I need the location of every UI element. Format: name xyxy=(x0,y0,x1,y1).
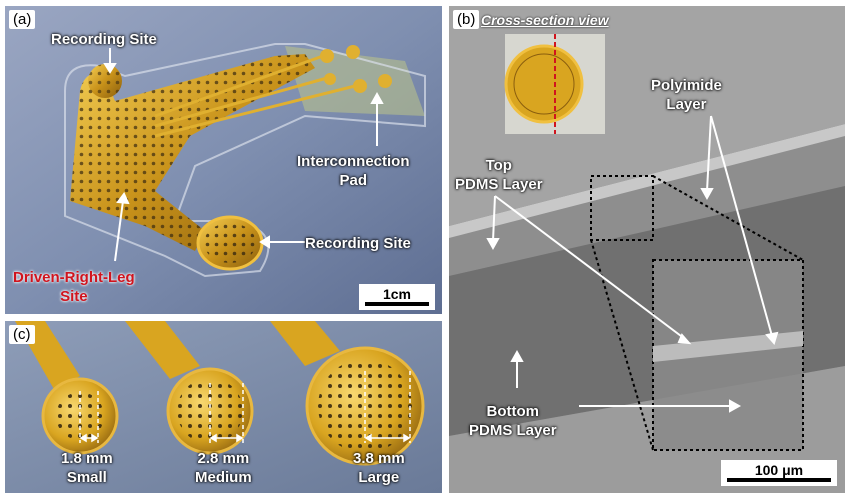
cross-section-title: Cross-section view xyxy=(481,12,609,28)
panel-b-scale-bar: 100 μm xyxy=(721,460,837,486)
interconnection-pad-label: Interconnection Pad xyxy=(297,153,410,189)
size-medium-label: 2.8 mm Medium xyxy=(195,450,252,486)
panel-b-scale-line xyxy=(727,478,831,482)
recording-site-right-label: Recording Site xyxy=(305,235,411,252)
panel-b-sem: (b) Cross-section view Polyimide Layer T… xyxy=(449,6,845,493)
electrode-photo-illustration xyxy=(5,6,442,314)
top-pdms-layer-label: Top PDMS Layer xyxy=(455,157,543,193)
size-large-label: 3.8 mm Large xyxy=(353,450,405,486)
recording-site-sizes-illustration xyxy=(5,321,442,493)
recording-site-top-label: Recording Site xyxy=(51,31,157,48)
sem-cross-section-illustration xyxy=(449,6,845,493)
panel-b-scale-text: 100 μm xyxy=(754,462,804,478)
polyimide-layer-label: Polyimide Layer xyxy=(651,77,722,113)
bottom-pdms-layer-label: Bottom PDMS Layer xyxy=(469,403,557,439)
panel-c-photo: (c) 1.8 mm Small 2.8 mm Medium 3.8 mm La… xyxy=(5,321,442,493)
panel-a-scale-text: 1cm xyxy=(382,286,412,302)
size-small-label: 1.8 mm Small xyxy=(61,450,113,486)
panel-a-label: (a) xyxy=(9,10,36,29)
panel-a-photo: (a) Recording Site Interconnection Pad R… xyxy=(5,6,442,314)
drl-site-label: Driven-Right-Leg Site xyxy=(13,269,135,305)
panel-a-scale-bar: 1cm xyxy=(359,284,435,310)
panel-b-label: (b) xyxy=(453,10,480,29)
panel-c-label: (c) xyxy=(9,325,35,344)
panel-a-scale-line xyxy=(365,302,429,306)
